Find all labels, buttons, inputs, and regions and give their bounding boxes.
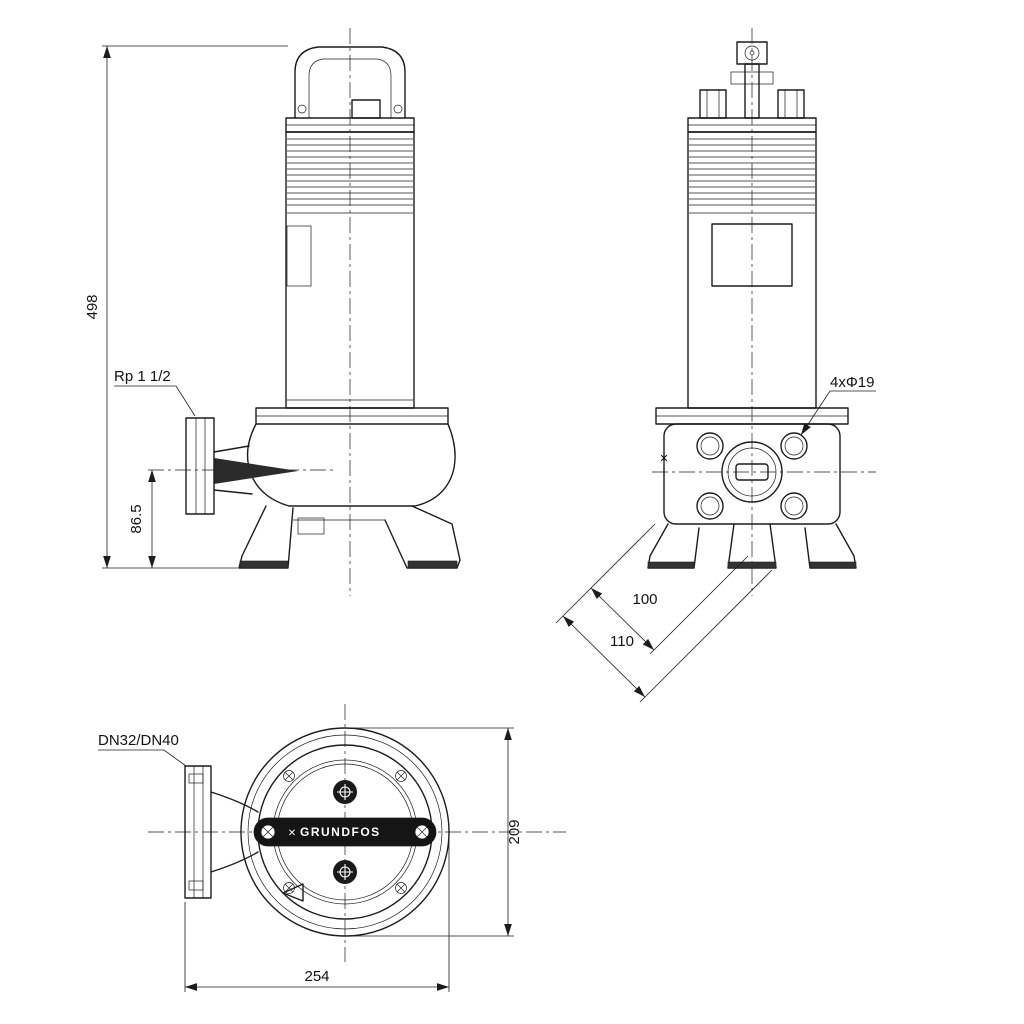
torx-screw-bottom — [333, 860, 357, 884]
dim-label-port-height: 86.5 — [128, 504, 145, 533]
label-flange: DN32/DN40 — [98, 732, 187, 767]
dim-mounting-holes: 4xΦ19 — [800, 374, 876, 436]
base-stand-side — [238, 505, 461, 569]
front-view: ✕ — [647, 28, 876, 596]
shaft-slot — [735, 463, 769, 481]
dim-label-spacing-outer: 110 — [610, 633, 634, 650]
discharge-flange-side — [185, 417, 215, 515]
carrying-handle — [294, 46, 406, 119]
grundfos-mark-front: ✕ — [659, 452, 668, 465]
grundfos-mark-band: ✕ — [288, 828, 296, 839]
dim-port-height: 86.5 — [128, 470, 156, 568]
pump-housing-side — [185, 407, 456, 535]
dim-foot-spacing: 100 110 — [555, 523, 773, 703]
dim-label-overall-length: 254 — [304, 968, 329, 985]
dim-overall-width: 209 — [352, 727, 523, 937]
suction-flange-top — [184, 765, 259, 899]
motor-body-front — [687, 117, 817, 409]
mounting-hole — [780, 492, 808, 520]
mounting-hole — [780, 432, 808, 460]
mounting-hole — [696, 492, 724, 520]
dim-overall-height: 498 — [84, 45, 288, 569]
logo-band: ✕ GRUNDFOS — [253, 817, 437, 847]
dim-label-overall-width: 209 — [506, 819, 523, 844]
dim-label-mounting-holes: 4xΦ19 — [830, 374, 875, 391]
pump-housing-front: ✕ — [655, 407, 849, 525]
side-view — [148, 28, 461, 596]
label-discharge-thread: Rp 1 1/2 — [114, 368, 196, 417]
dim-label-overall-height: 498 — [84, 294, 101, 319]
volute-outline — [240, 727, 450, 937]
dim-label-spacing-inner: 100 — [632, 591, 657, 608]
grundfos-logo-text: GRUNDFOS — [300, 825, 381, 839]
flange-size-text: DN32/DN40 — [98, 732, 179, 749]
cover-screws — [283, 770, 407, 894]
torx-screw-top — [333, 780, 357, 804]
shaft-boss — [721, 441, 783, 503]
base-stand-front — [647, 523, 857, 569]
nameplate-side — [286, 225, 312, 287]
mounting-hole — [696, 432, 724, 460]
nameplate-front — [711, 223, 793, 287]
cable-plug — [699, 41, 805, 119]
discharge-thread-text: Rp 1 1/2 — [114, 368, 171, 385]
flow-direction-arrow — [282, 883, 304, 902]
dim-overall-length: 254 — [184, 840, 450, 992]
impeller-nose — [214, 458, 298, 484]
top-view: ✕ GRUNDFOS — [148, 704, 566, 962]
